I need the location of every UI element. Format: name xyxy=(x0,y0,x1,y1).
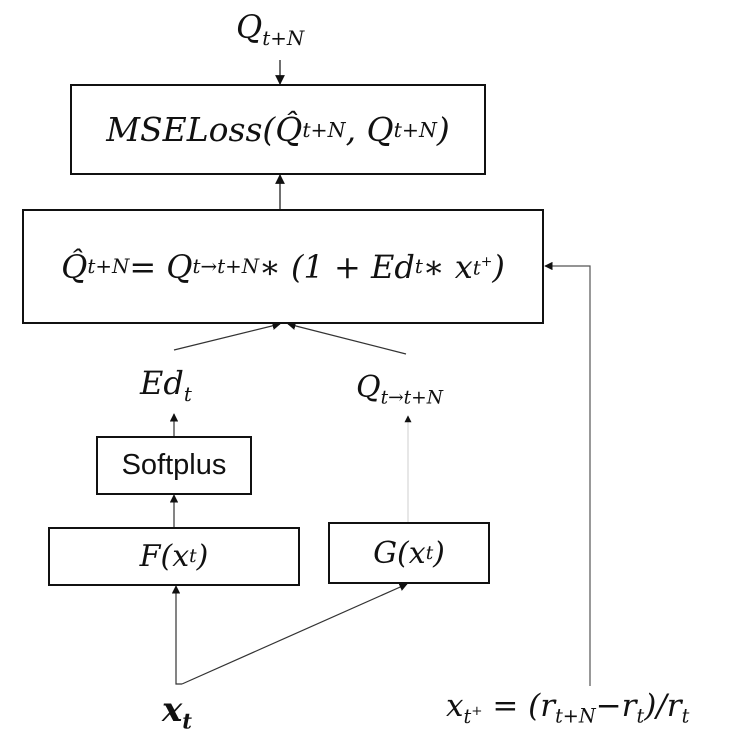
equation-qhat: Q̂ xyxy=(61,247,88,286)
xplus-lhs-sub-t: t xyxy=(463,704,472,728)
xplus-r2-subscript: t xyxy=(636,704,645,728)
ed-subscript: t xyxy=(183,382,192,406)
target-q-label: Qt+N xyxy=(236,8,304,50)
transfer-q-subscript: t→t+N xyxy=(380,387,443,409)
equation-ed-subscript: t xyxy=(414,255,423,278)
equation-q-subscript: t→t+N xyxy=(192,255,260,278)
f-end: ) xyxy=(196,539,209,574)
equation-equals: = Q xyxy=(129,247,193,286)
g-name: G(x xyxy=(373,535,426,571)
ed-label: Edt xyxy=(140,364,192,406)
arrow-x-to-f xyxy=(171,585,182,685)
g-subscript: t xyxy=(425,542,434,564)
target-q-symbol: Q xyxy=(236,8,263,46)
xplus-definition-label: xt+ = (rt+N−rt)/rt xyxy=(446,688,689,728)
xplus-equals: = (r xyxy=(482,688,556,724)
equation-x-sub-plus: + xyxy=(480,253,493,270)
equation-mid: ∗ (1 + Ed xyxy=(259,247,415,286)
xplus-lhs-sub-plus: + xyxy=(471,703,483,719)
mse-separator: , Q xyxy=(345,110,394,149)
arrow-x-to-g xyxy=(181,583,408,685)
equation-end: ) xyxy=(492,247,505,286)
xplus-minus: −r xyxy=(595,688,637,724)
mse-prefix: MSELoss( xyxy=(106,110,276,149)
softplus-box: Softplus xyxy=(96,436,252,495)
f-name: F(x xyxy=(139,539,190,574)
transfer-q-symbol: Q xyxy=(356,370,381,405)
softplus-label: Softplus xyxy=(121,449,227,481)
x-input-subscript: t xyxy=(182,708,193,734)
mse-q-subscript: t+N xyxy=(393,117,437,142)
x-input-symbol: x xyxy=(162,690,183,730)
transfer-q-label: Qt→t+N xyxy=(356,370,443,409)
xplus-r3-subscript: t xyxy=(681,704,690,728)
equation-x-subscript: t+ xyxy=(473,254,493,279)
mse-qhat: Q̂ xyxy=(275,110,303,149)
xplus-lhs-subscript: t+ xyxy=(463,703,483,728)
mse-suffix: ) xyxy=(436,110,450,149)
target-q-subscript: t+N xyxy=(262,26,305,50)
arrow-qtransfer-to-equation xyxy=(287,321,407,355)
equation-x-sub-t: t xyxy=(472,256,481,280)
equation-times: ∗ x xyxy=(422,247,473,286)
x-input-label: xt xyxy=(162,690,192,733)
mse-qhat-subscript: t+N xyxy=(302,117,346,142)
ed-symbol: Ed xyxy=(140,364,184,402)
g-end: ) xyxy=(433,535,445,571)
xplus-divide: )/r xyxy=(644,688,682,724)
f-subscript: t xyxy=(189,546,197,567)
arrow-ed-to-equation xyxy=(173,321,281,351)
equation-qhat-subscript: t+N xyxy=(87,255,130,278)
arrow-xplus-to-equation xyxy=(544,261,591,686)
xplus-lhs: x xyxy=(446,688,464,724)
xplus-r1-subscript: t+N xyxy=(555,704,596,728)
